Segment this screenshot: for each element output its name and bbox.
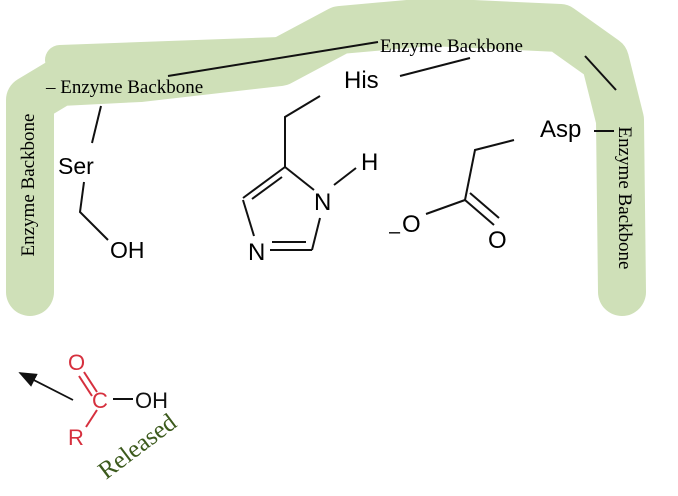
his-label: His: [344, 67, 379, 94]
serine-residue: Ser OH: [58, 153, 145, 263]
backbone-label-left: Enzyme Backbone: [18, 114, 39, 257]
asp-charge-label: –: [389, 221, 401, 243]
backbone-label-top-left: – Enzyme Backbone: [45, 77, 203, 98]
backbone-label-top: Enzyme Backbone: [380, 36, 523, 57]
ser-label: Ser: [58, 153, 94, 179]
asp-label: Asp: [540, 116, 581, 143]
asp-o-double-label: O: [488, 227, 507, 254]
ser-oh-label: OH: [110, 237, 145, 263]
aspartate-residue: Asp O – O: [389, 116, 581, 254]
histidine-residue: His N N H: [242, 67, 379, 266]
released-product: O C OH R Released: [18, 350, 182, 485]
asp-o-minus-label: O: [402, 211, 421, 238]
his-n1-label: N: [314, 189, 331, 216]
connector-lines: [91, 41, 617, 144]
his-n3-label: N: [248, 239, 265, 266]
release-arrow-icon: [18, 372, 74, 401]
backbone-label-right: Enzyme Backbone: [614, 127, 635, 270]
product-oh-label: OH: [135, 388, 168, 413]
released-label: Released: [93, 409, 182, 485]
product-c-label: C: [92, 388, 108, 413]
product-o-label: O: [68, 350, 85, 375]
enzyme-backbone-region: [6, 0, 646, 316]
his-h-label: H: [361, 149, 378, 176]
product-r-label: R: [68, 425, 84, 450]
